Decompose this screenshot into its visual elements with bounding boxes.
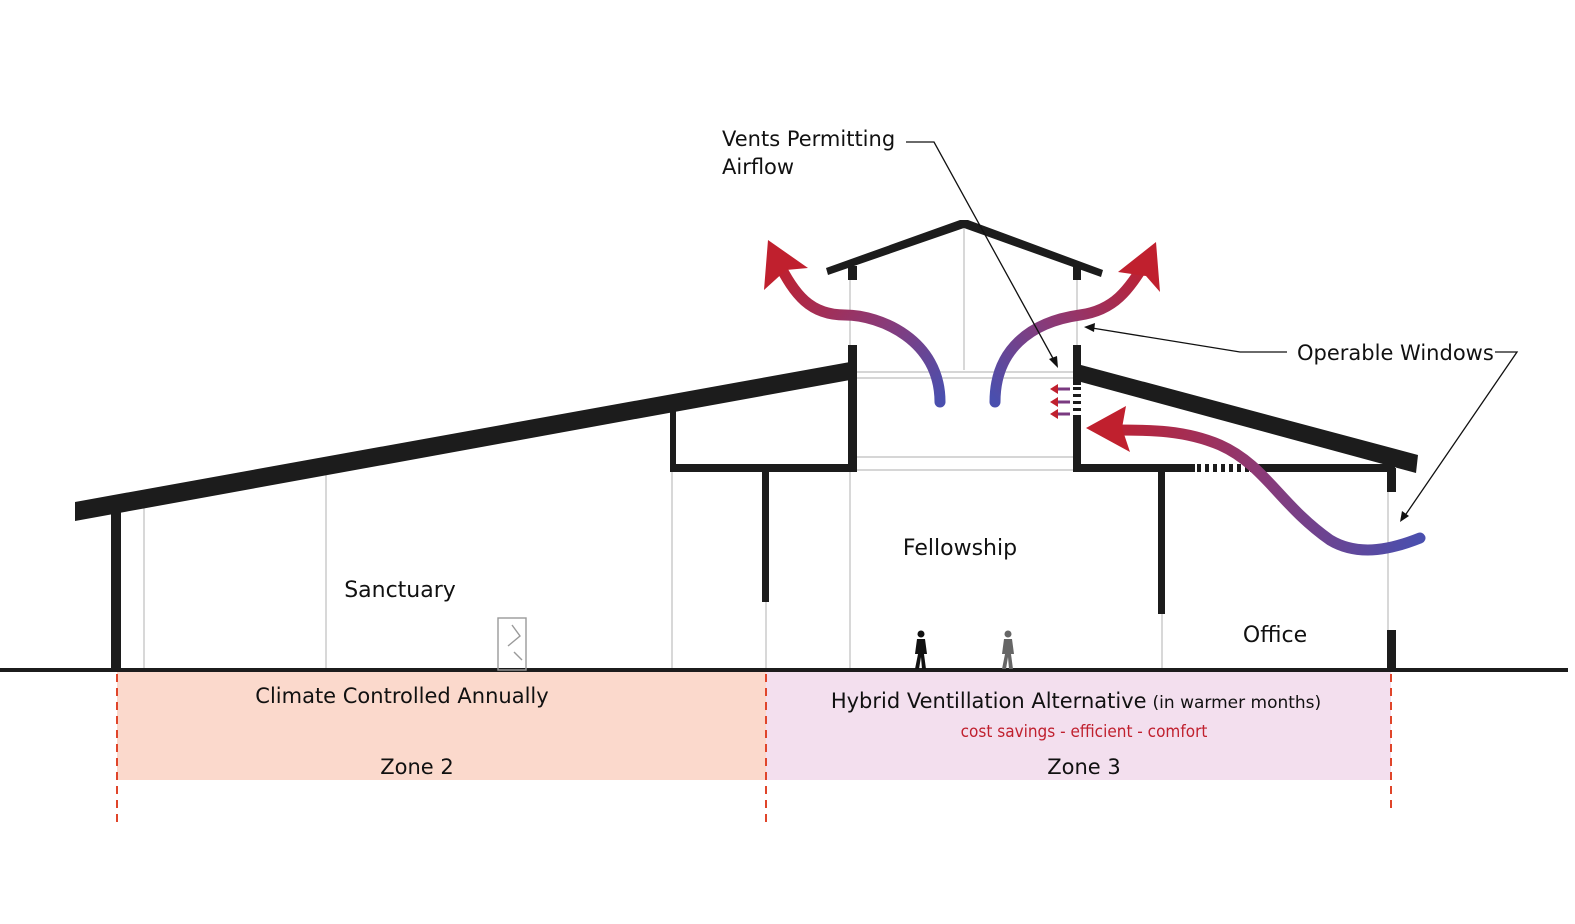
airflow-arrow [764,240,946,408]
zone-3-title-main: Hybrid Ventillation Alternative [831,689,1147,713]
door-icon [497,617,527,671]
ceiling-vent-slats [1197,464,1249,472]
zone-3-name: Zone 3 [1047,755,1121,779]
room-label-sanctuary: Sanctuary [344,578,456,603]
vents-callout-line2: Airflow [722,155,794,179]
zone-3-title-suffix: (in warmer months) [1153,693,1322,713]
building-structure [0,220,1568,672]
room-label-fellowship: Fellowship [903,536,1017,561]
person-figure [1002,630,1014,669]
zone-3-title: Hybrid Ventillation Alternative (in warme… [831,689,1321,713]
zone-2-band [117,672,766,780]
zone-3-benefits: cost savings - efficient - comfort [961,722,1208,742]
wall-vent-slats [1073,387,1081,418]
zone-boundaries [116,674,1392,828]
interior-lines [143,226,1389,670]
person-figure [915,630,927,669]
vent-airflow-arrows [1050,384,1070,419]
room-label-office: Office [1243,623,1307,648]
operable-windows-leader-lines [1084,323,1519,522]
zone-2-title: Climate Controlled Annually [255,684,548,708]
operable-windows-callout: Operable Windows [1297,341,1494,365]
zone-2-name: Zone 2 [380,755,454,779]
vents-leader-line [906,141,1058,368]
airflow-arrow [1086,406,1426,556]
zone-3-band [766,672,1391,780]
vents-callout-line1: Vents Permitting [722,127,895,151]
airflow-arrow [989,242,1160,408]
